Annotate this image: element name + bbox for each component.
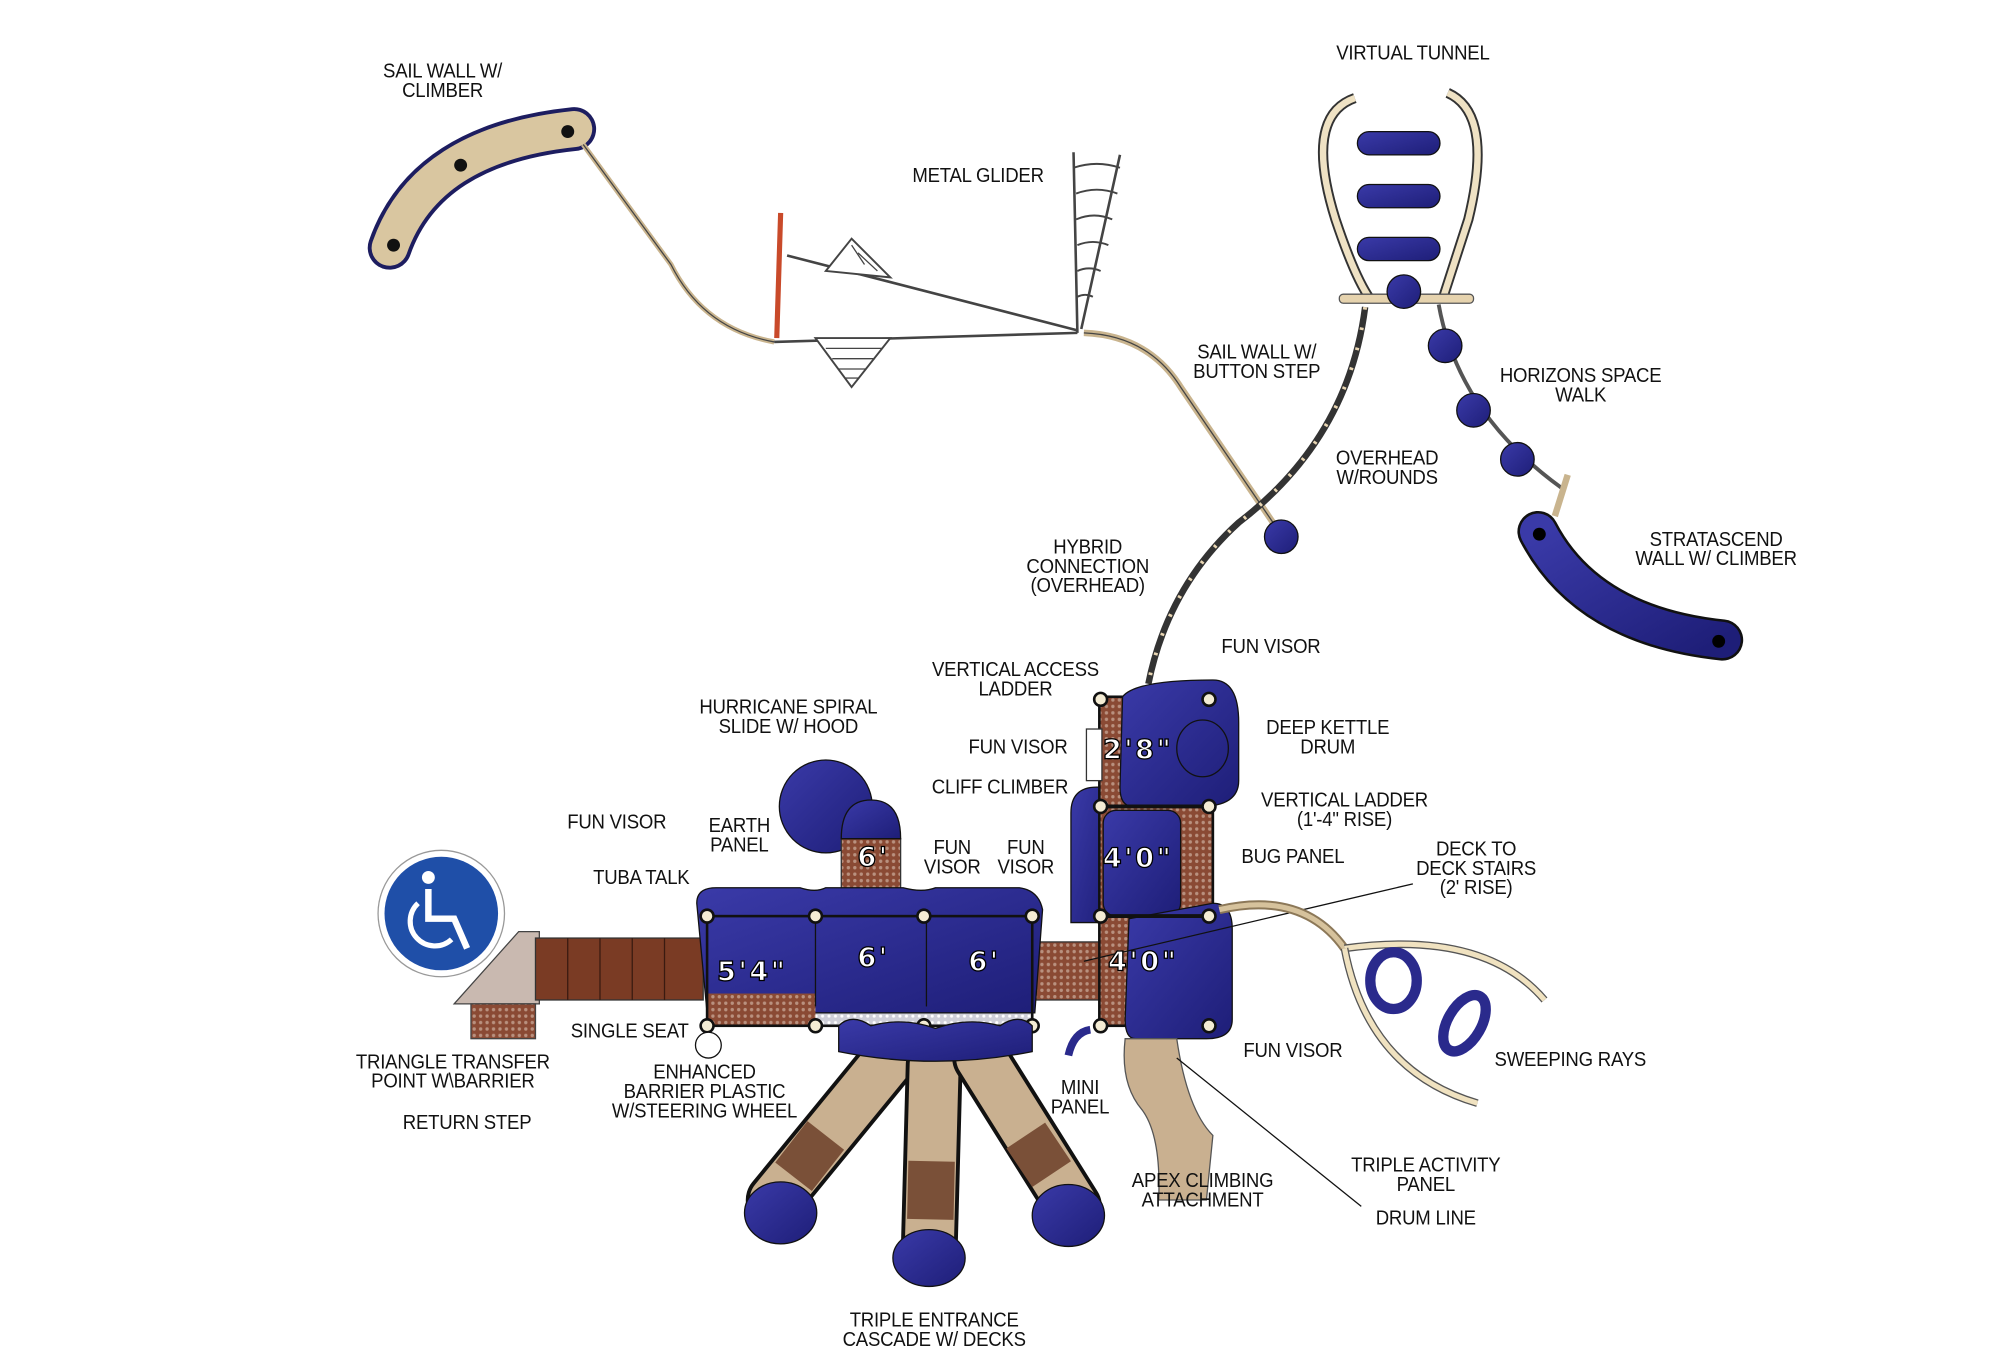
label-vertical-ladder: VERTICAL LADDER(1'-4" RISE) xyxy=(1261,789,1428,831)
label-drum-line: DRUM LINE xyxy=(1375,1207,1476,1230)
label-fun-visor: FUN VISOR xyxy=(567,811,667,834)
sail-wall-climber xyxy=(367,107,597,270)
deck-height: 5'4" xyxy=(716,955,788,988)
label-return-step: RETURN STEP xyxy=(402,1112,532,1135)
label-sail-wall-climber: SAIL WALL W/CLIMBER xyxy=(383,60,503,102)
cable-structure xyxy=(581,142,1281,531)
label-cliff-climber: CLIFF CLIMBER xyxy=(931,776,1069,799)
stratascend-wall xyxy=(1517,510,1744,661)
deck-height: 6' xyxy=(857,841,890,873)
label-sail-wall-button: SAIL WALL W/BUTTON STEP xyxy=(1193,341,1321,384)
deck-height: 2'8" xyxy=(1102,734,1174,766)
triangle-transfer xyxy=(452,930,1100,1040)
overhead-rounds xyxy=(1145,306,1369,685)
deck-height: 4'0" xyxy=(1107,945,1179,977)
virtual-tunnel xyxy=(1317,88,1483,310)
wheelchair-icon xyxy=(377,849,506,978)
label-bug-panel: BUG PANEL xyxy=(1241,846,1345,869)
label-single-seat: SINGLE SEAT xyxy=(570,1020,689,1043)
leader-line xyxy=(1176,1057,1362,1207)
overhead-round xyxy=(1263,519,1299,555)
leader-line xyxy=(1083,883,1414,962)
label-fun-visor: FUN VISOR xyxy=(968,736,1068,759)
horizons-space-walk xyxy=(1427,304,1571,518)
deck-height: 6' xyxy=(968,945,1001,977)
left-decks xyxy=(696,887,1044,1028)
triple-cascade xyxy=(743,1018,1106,1288)
deck-height: 4'0" xyxy=(1102,842,1174,874)
mini-panel xyxy=(1064,1025,1092,1057)
label-virtual-tunnel: VIRTUAL TUNNEL xyxy=(1336,42,1490,65)
label-sweeping-rays: SWEEPING RAYS xyxy=(1494,1049,1647,1071)
label-fun-visor: FUN VISOR xyxy=(1243,1039,1343,1062)
right-decks xyxy=(1070,679,1240,1040)
apex-climbing xyxy=(1123,1038,1214,1201)
deck-height: 6' xyxy=(857,941,890,973)
label-fun-visor: FUN VISOR xyxy=(1221,636,1321,659)
sweeping-rays xyxy=(1218,900,1548,1107)
posts xyxy=(699,691,1217,1034)
single-seat xyxy=(694,1031,722,1059)
label-tuba-talk: TUBA TALK xyxy=(593,867,690,890)
label-metal-glider: METAL GLIDER xyxy=(912,165,1044,188)
